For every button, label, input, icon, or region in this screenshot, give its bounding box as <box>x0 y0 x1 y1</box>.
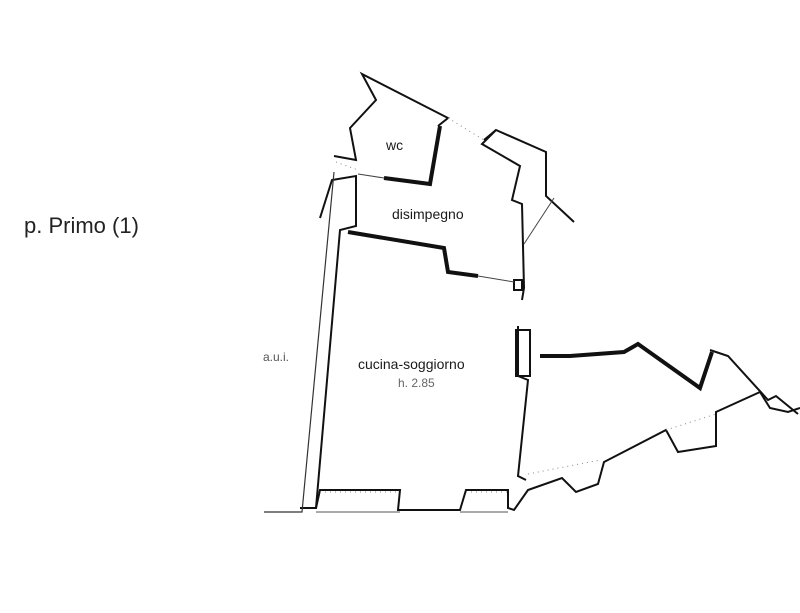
wall-wc <box>383 125 442 187</box>
wall-cucina-east <box>540 341 714 392</box>
room-label-disimpegno: disimpegno <box>392 206 464 222</box>
window-southeast-2 <box>665 413 717 431</box>
column-mid <box>513 279 523 291</box>
wall-outer-northeast <box>483 128 575 223</box>
adjacent-unit-label: a.u.i. <box>263 350 290 364</box>
wall-outer-west <box>300 174 357 509</box>
window-north <box>447 117 485 141</box>
floor-title: p. Primo (1) <box>24 213 139 238</box>
wall-east-upper <box>480 129 526 301</box>
wall-east-right <box>709 349 799 415</box>
ceiling-height-label: h. 2.85 <box>398 376 435 390</box>
window-southeast-1 <box>527 459 601 475</box>
door-swing-ne <box>523 197 555 245</box>
wall-south <box>315 390 800 512</box>
wall-cucina-north <box>347 230 479 278</box>
column-east <box>515 329 531 377</box>
window-west <box>335 161 359 171</box>
room-label-cucina-soggiorno: cucina-soggiorno <box>358 356 465 372</box>
room-label-wc: wc <box>386 137 404 153</box>
adjacent-unit-line <box>264 171 335 513</box>
door-swing-cucina <box>477 275 515 283</box>
door-swing-wc <box>357 173 385 179</box>
wall-east-mid <box>516 326 530 481</box>
